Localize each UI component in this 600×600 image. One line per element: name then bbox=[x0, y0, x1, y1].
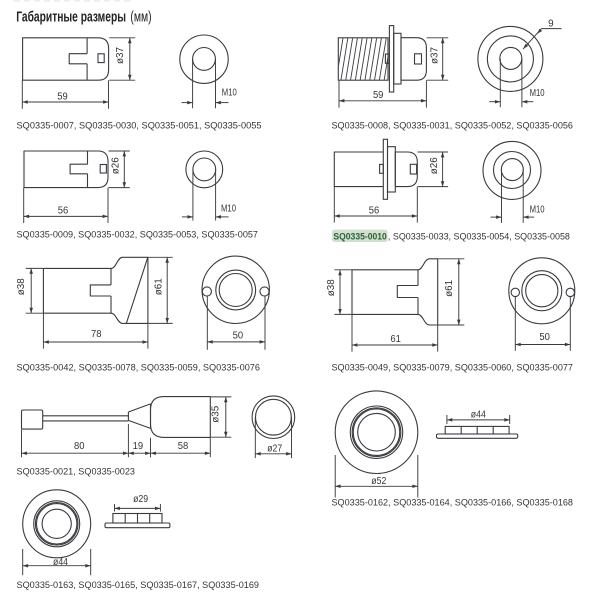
svg-text:9: 9 bbox=[548, 18, 554, 29]
svg-text:, SQ0335-0033, SQ0335-0054, SQ: , SQ0335-0033, SQ0335-0054, SQ0335-0058 bbox=[388, 232, 570, 243]
svg-text:M10: M10 bbox=[530, 88, 545, 99]
svg-text:ø37: ø37 bbox=[115, 47, 126, 64]
svg-text:ø44: ø44 bbox=[53, 557, 68, 568]
svg-text:ø35: ø35 bbox=[211, 405, 222, 422]
svg-text:ø26: ø26 bbox=[110, 157, 121, 174]
svg-text:ø38: ø38 bbox=[16, 278, 27, 295]
svg-text:SQ0335-0049, SQ0335-0079, SQ03: SQ0335-0049, SQ0335-0079, SQ0335-0060, S… bbox=[332, 362, 574, 373]
svg-text:ø52: ø52 bbox=[371, 476, 386, 487]
svg-text:78: 78 bbox=[91, 329, 102, 340]
svg-text:ø27: ø27 bbox=[267, 443, 282, 454]
svg-text:80: 80 bbox=[74, 441, 85, 452]
svg-text:50: 50 bbox=[233, 331, 244, 342]
svg-text:56: 56 bbox=[58, 206, 69, 217]
svg-text:(мм): (мм) bbox=[130, 9, 151, 26]
svg-text:SQ0335-0021, SQ0335-0023: SQ0335-0021, SQ0335-0023 bbox=[17, 466, 136, 477]
svg-text:SQ0335-0008, SQ0335-0031, SQ03: SQ0335-0008, SQ0335-0031, SQ0335-0052, S… bbox=[332, 121, 574, 132]
svg-text:ø26: ø26 bbox=[429, 157, 440, 174]
svg-text:Габаритные размеры: Габаритные размеры bbox=[16, 9, 126, 26]
svg-text:56: 56 bbox=[369, 205, 380, 216]
svg-text:58: 58 bbox=[178, 441, 189, 452]
svg-text:ø44: ø44 bbox=[471, 409, 486, 420]
svg-text:19: 19 bbox=[133, 441, 144, 452]
svg-text:59: 59 bbox=[57, 91, 68, 102]
svg-text:SQ0335-0009, SQ0335-0032, SQ03: SQ0335-0009, SQ0335-0032, SQ0335-0053, S… bbox=[17, 229, 259, 240]
svg-text:61: 61 bbox=[390, 334, 401, 345]
svg-text:50: 50 bbox=[539, 332, 550, 343]
svg-text:SQ0335-0162, SQ0335-0164, SQ03: SQ0335-0162, SQ0335-0164, SQ0335-0166, S… bbox=[332, 497, 574, 508]
svg-text:SQ0335-0163, SQ0335-0165, SQ03: SQ0335-0163, SQ0335-0165, SQ0335-0167, S… bbox=[17, 580, 260, 591]
svg-text:SQ0335-0007, SQ0335-0030, SQ03: SQ0335-0007, SQ0335-0030, SQ0335-0051, S… bbox=[17, 121, 262, 132]
svg-text:ø38: ø38 bbox=[326, 279, 337, 296]
svg-text:M10: M10 bbox=[221, 204, 236, 215]
svg-text:ø29: ø29 bbox=[133, 494, 148, 505]
svg-text:ø61: ø61 bbox=[154, 278, 165, 295]
svg-text:ø61: ø61 bbox=[444, 279, 455, 296]
svg-text:SQ0335-0042, SQ0335-0078, SQ03: SQ0335-0042, SQ0335-0078, SQ0335-0059, S… bbox=[17, 362, 261, 373]
svg-text:59: 59 bbox=[373, 90, 384, 101]
svg-text:M10: M10 bbox=[530, 205, 545, 216]
svg-text:ø37: ø37 bbox=[429, 47, 440, 64]
svg-text:SQ0335-0010: SQ0335-0010 bbox=[333, 232, 386, 243]
svg-text:M10: M10 bbox=[222, 88, 237, 99]
